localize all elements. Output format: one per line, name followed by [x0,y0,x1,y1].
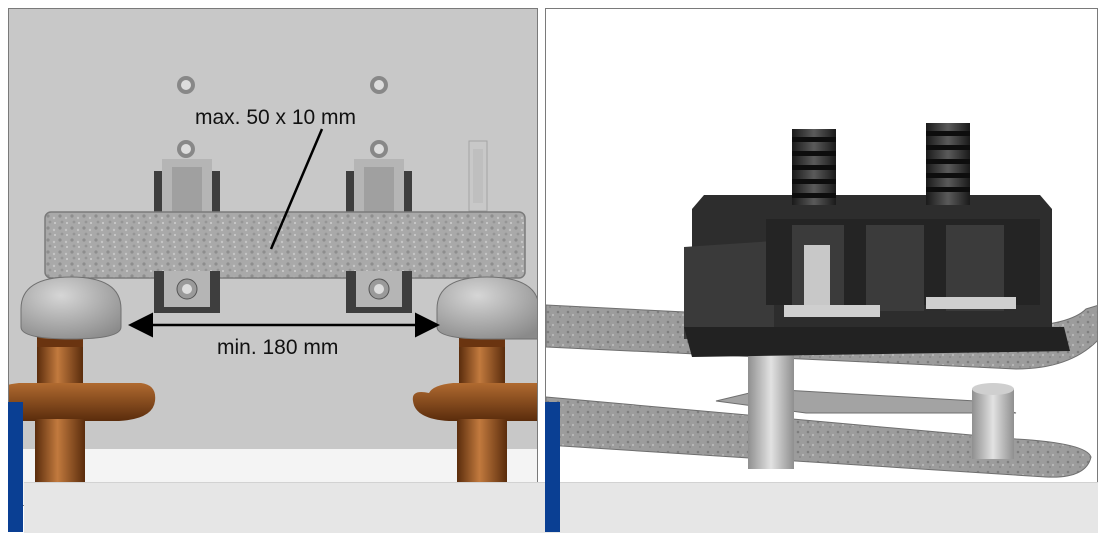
accent-bar-left [8,402,23,532]
dimension-drawing: max. 50 x 10 mm min. 180 mm [9,76,537,505]
caption-strip [24,482,1098,533]
busbar-lower [546,396,1092,478]
busbar [44,211,526,279]
min-distance-label: min. 180 mm [217,336,338,359]
support-post-right [412,276,537,505]
mounting-hole [370,76,388,94]
standoff-left [748,338,794,469]
threaded-bolt-right [926,123,970,205]
clamp-bracket-right-lower [346,271,412,313]
insulator-housing [684,195,1070,357]
mounting-hole [370,140,388,158]
dimension-drawing-panel: max. 50 x 10 mm min. 180 mm [8,8,538,506]
max-dimension-label: max. 50 x 10 mm [195,106,356,129]
support-post-left [9,276,156,505]
accent-bar-right [545,402,560,532]
rating-stamp [468,140,488,212]
max-dimension-leader-line [269,128,324,250]
product-render-panel [545,8,1098,506]
clamp-bracket-left-lower [154,271,220,313]
mounting-hole [177,140,195,158]
mounting-hole [177,76,195,94]
threaded-bolt-left [792,129,836,205]
standoff-right [972,383,1014,459]
product-render [546,123,1097,478]
